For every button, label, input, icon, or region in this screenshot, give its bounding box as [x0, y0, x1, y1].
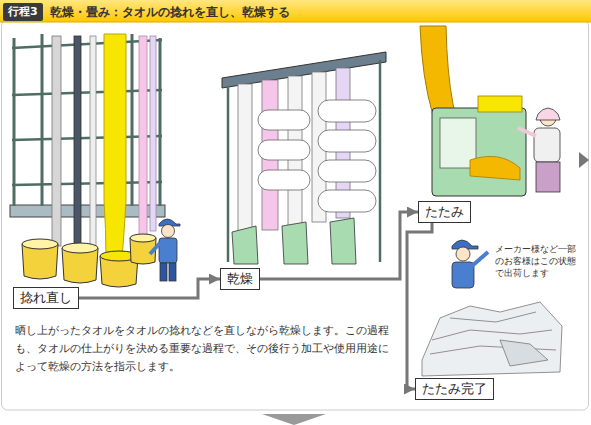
- node-text: 乾燥: [227, 271, 253, 287]
- down-arrow: [262, 414, 326, 425]
- header-bar: [0, 0, 591, 22]
- stage-label: たたみ: [418, 201, 471, 223]
- flow-arrow: [407, 223, 432, 389]
- title: 乾燥・畳み：タオルの捻れを直し、乾燥する: [50, 4, 290, 21]
- body-text: 晒し上がったタオルをタオルの捻れなどを直しながら乾燥します。この過程も、タオルの…: [15, 322, 393, 376]
- folding-figure: [420, 26, 560, 196]
- node-text: たたみ完了: [422, 381, 487, 397]
- node-text: 捻れ直し: [20, 290, 72, 306]
- stage-label: 捻れ直し: [13, 287, 79, 309]
- node-text: たたみ: [425, 204, 464, 220]
- stage-label: たたみ完了: [415, 378, 494, 400]
- callout-note: メーカー様など一部のお客様はこの状態で出荷します: [495, 243, 581, 279]
- stage-label: 乾燥: [220, 268, 260, 290]
- header-rule: [0, 22, 591, 23]
- flow-arrow: [79, 279, 220, 298]
- flow-arrow: [260, 212, 418, 279]
- towel-pile: [422, 302, 562, 376]
- panel: [2, 20, 589, 410]
- step-tag: 行程3: [3, 3, 43, 21]
- next-arrow: [579, 152, 589, 168]
- rack-figure: [10, 34, 180, 287]
- worker-figure: [452, 240, 488, 288]
- node-text: 行程3: [8, 5, 38, 19]
- dryer-figure: [222, 52, 386, 264]
